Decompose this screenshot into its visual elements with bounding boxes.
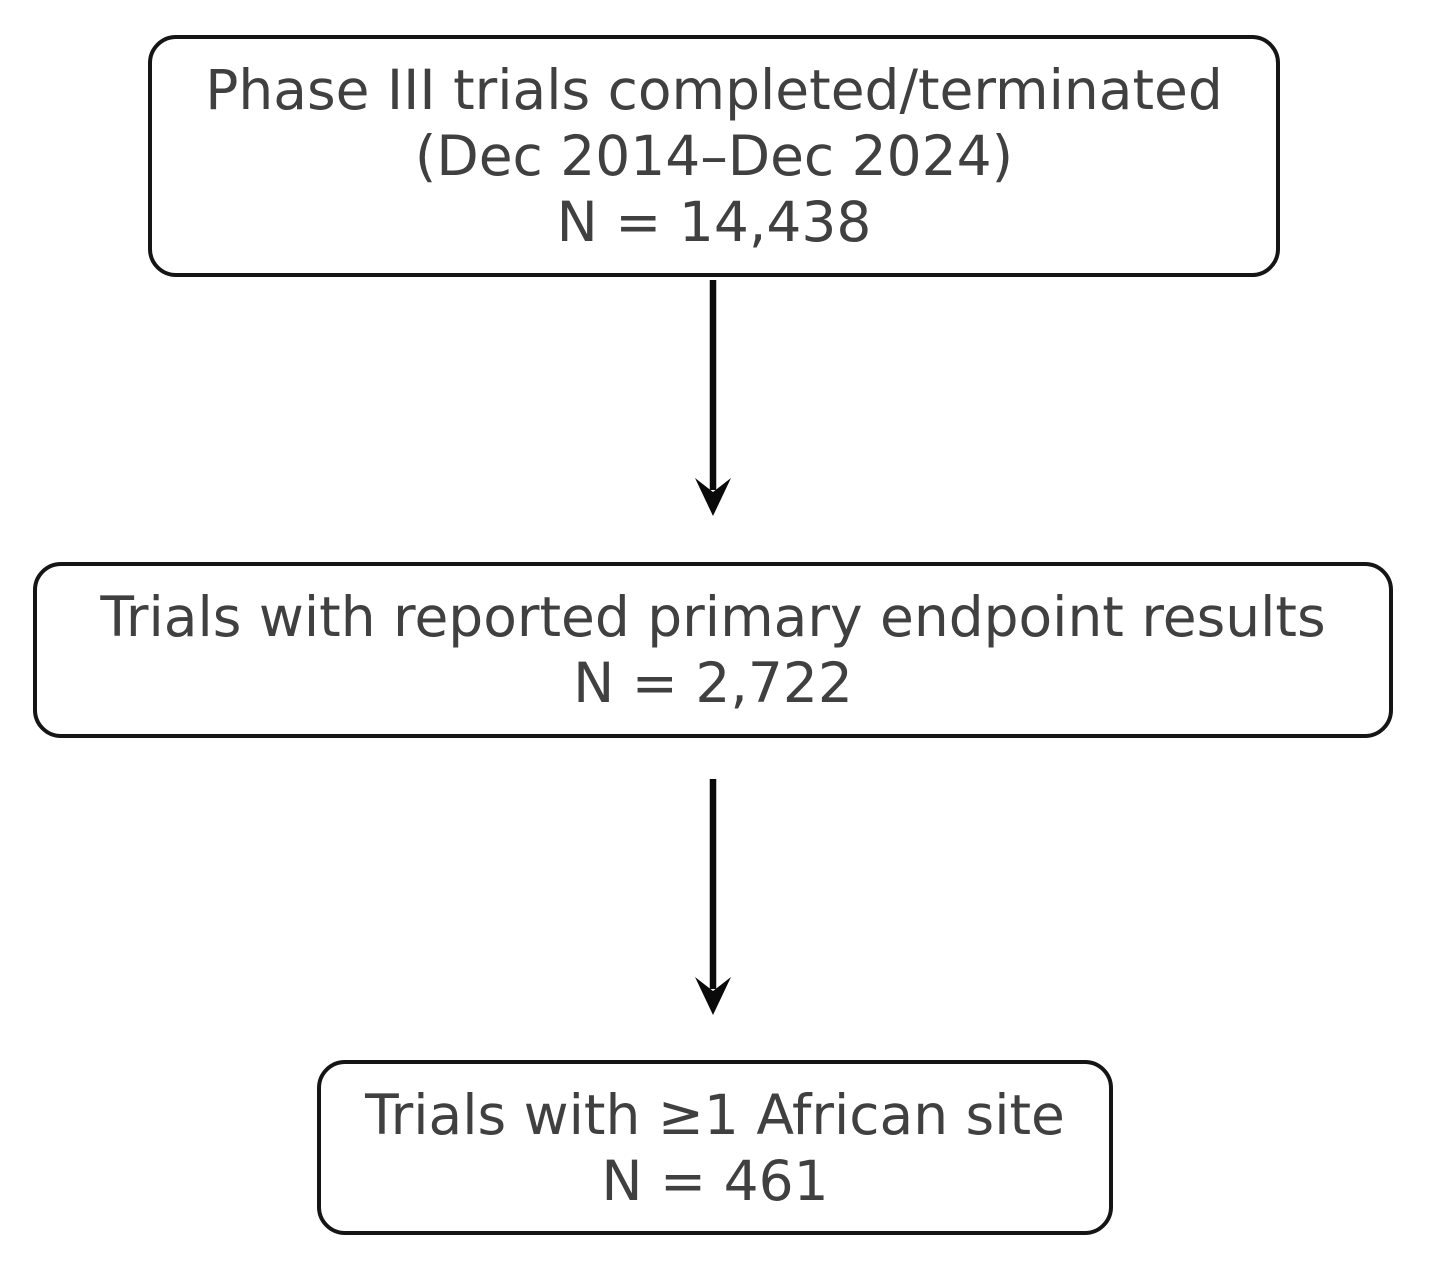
flow-box-count: N = 14,438 <box>556 190 872 254</box>
flow-box-line: Trials with reported primary endpoint re… <box>100 585 1326 649</box>
flow-box-phase3-trials: Phase III trials completed/terminated (D… <box>148 35 1280 277</box>
flow-box-count: N = 2,722 <box>573 651 853 715</box>
flow-box-count: N = 461 <box>601 1148 829 1213</box>
flow-box-line: Trials with ≥1 African site <box>365 1082 1065 1147</box>
down-arrow-icon <box>693 278 733 518</box>
flow-box-primary-endpoint: Trials with reported primary endpoint re… <box>33 562 1393 738</box>
down-arrow-icon <box>693 777 733 1017</box>
flow-box-line: Phase III trials completed/terminated <box>205 58 1223 122</box>
flow-box-line: (Dec 2014–Dec 2024) <box>414 124 1014 188</box>
flow-box-african-site: Trials with ≥1 African site N = 461 <box>317 1060 1113 1235</box>
